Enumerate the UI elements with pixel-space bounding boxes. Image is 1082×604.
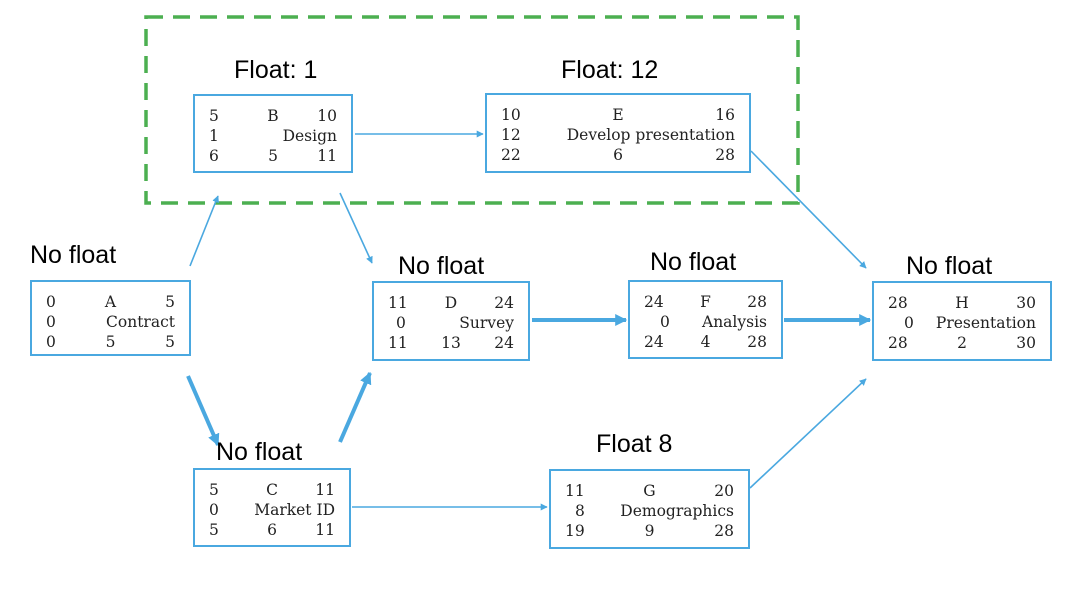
activity-letter: H (955, 294, 969, 312)
late-finish: 24 (494, 334, 514, 352)
early-start: 5 (209, 107, 219, 125)
float-label-H: No float (906, 252, 993, 280)
duration: 6 (267, 521, 277, 539)
float-value: 0 (660, 313, 670, 331)
activity-node-analysis[interactable]: 24 F 28 0 Analysis 24 4 28 (628, 280, 783, 359)
edge-c-to-d (338, 371, 372, 443)
float-value: 0 (209, 501, 219, 519)
early-finish: 20 (714, 482, 734, 500)
early-finish: 24 (494, 294, 514, 312)
early-start: 11 (388, 294, 408, 312)
duration: 5 (105, 333, 116, 351)
edge-a-to-b (189, 195, 219, 267)
edges-layer (186, 130, 872, 511)
activity-node-demographics[interactable]: 11 G 20 8 Demographics 19 9 28 (549, 469, 750, 549)
duration: 5 (268, 147, 278, 165)
duration: 13 (441, 334, 461, 352)
float-label-C: No float (216, 438, 303, 466)
duration: 2 (957, 334, 967, 352)
activity-letter: B (267, 107, 279, 125)
activity-letter: F (700, 293, 711, 311)
edge-e-to-h (750, 150, 867, 269)
late-start: 11 (388, 334, 408, 352)
early-start: 24 (644, 293, 664, 311)
activity-letter: G (643, 482, 656, 500)
late-start: 5 (209, 521, 219, 539)
float-label-B: Float: 1 (234, 56, 318, 84)
float-value: 12 (501, 126, 521, 144)
early-finish: 28 (747, 293, 767, 311)
early-start: 10 (501, 106, 521, 124)
late-finish: 30 (1016, 334, 1036, 352)
edge-b-to-d (339, 192, 373, 264)
activity-letter: D (444, 294, 458, 312)
activity-name: Market ID (254, 501, 335, 519)
early-start: 0 (46, 293, 56, 311)
late-start: 22 (501, 146, 521, 164)
activity-name: Analysis (702, 313, 767, 331)
float-value: 0 (904, 314, 914, 332)
duration: 9 (644, 522, 655, 540)
early-finish: 10 (317, 107, 337, 125)
activity-name: Contract (106, 313, 175, 331)
activity-node-survey[interactable]: 11 D 24 0 Survey 11 13 24 (372, 281, 530, 361)
activity-node-market-id[interactable]: 5 C 11 0 Market ID 5 6 11 (193, 468, 351, 547)
activity-letter: A (104, 293, 117, 311)
early-finish: 11 (315, 481, 335, 499)
float-label-G: Float 8 (596, 430, 673, 458)
activity-letter: E (612, 106, 624, 124)
late-start: 6 (209, 147, 219, 165)
float-value: 8 (575, 502, 585, 520)
late-finish: 28 (747, 333, 767, 351)
activity-name: Demographics (620, 502, 734, 520)
late-start: 24 (644, 333, 664, 351)
late-finish: 11 (315, 521, 335, 539)
activity-name: Develop presentation (566, 126, 735, 144)
noncritical-group-outline (144, 15, 800, 205)
late-finish: 11 (317, 147, 337, 165)
late-finish: 28 (715, 146, 735, 164)
late-finish: 5 (165, 333, 175, 351)
float-label-E: Float: 12 (561, 56, 659, 84)
activity-name: Presentation (935, 314, 1036, 332)
early-finish: 16 (715, 106, 735, 124)
float-value: 1 (209, 127, 219, 145)
early-start: 5 (209, 481, 219, 499)
edge-g-to-h (749, 378, 867, 489)
float-label-F: No float (650, 248, 737, 276)
early-finish: 5 (165, 293, 175, 311)
activity-name: Survey (459, 314, 514, 332)
float-value: 0 (396, 314, 406, 332)
early-finish: 30 (1016, 294, 1036, 312)
late-start: 28 (888, 334, 908, 352)
activity-node-presentation[interactable]: 28 H 30 0 Presentation 28 2 30 (872, 281, 1052, 361)
early-start: 11 (565, 482, 585, 500)
late-start: 19 (565, 522, 585, 540)
activity-name: Design (282, 127, 337, 145)
duration: 4 (700, 333, 711, 351)
late-finish: 28 (714, 522, 734, 540)
activity-letter: C (266, 481, 278, 499)
late-start: 0 (46, 333, 56, 351)
activity-node-develop-presentation[interactable]: 10 E 16 12 Develop presentation 22 6 28 (485, 93, 751, 173)
float-label-A: No float (30, 241, 117, 269)
early-start: 28 (888, 294, 908, 312)
float-value: 0 (46, 313, 56, 331)
edge-a-to-c (186, 375, 220, 447)
activity-node-design[interactable]: 5 B 10 1 Design 6 5 11 (193, 94, 353, 173)
float-label-D: No float (398, 252, 485, 280)
duration: 6 (613, 146, 623, 164)
